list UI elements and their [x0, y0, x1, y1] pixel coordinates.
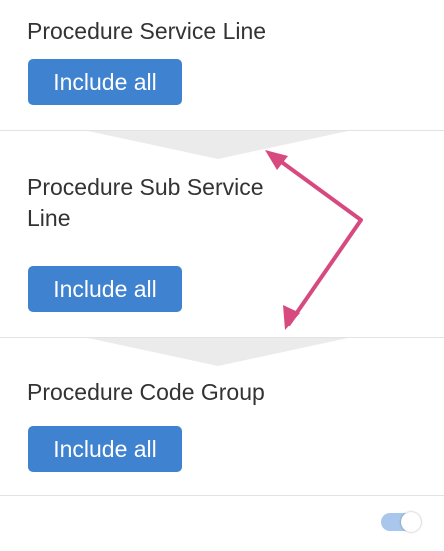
- funnel-connector: [88, 338, 348, 366]
- include-all-button-code-group[interactable]: Include all: [28, 426, 182, 472]
- arrow-head-down-icon: [283, 305, 300, 330]
- divider: [0, 495, 444, 496]
- section-title-sub-service-line: Procedure Sub Service Line: [27, 174, 264, 231]
- toggle-knob: [401, 512, 421, 532]
- divider: [0, 337, 444, 338]
- divider: [0, 130, 444, 131]
- toggle-switch[interactable]: [381, 512, 421, 532]
- include-all-button-service-line[interactable]: Include all: [28, 59, 182, 105]
- funnel-connector: [88, 131, 348, 159]
- include-all-button-sub-service-line[interactable]: Include all: [28, 266, 182, 312]
- section-title-service-line: Procedure Service Line: [27, 18, 267, 44]
- section-title-code-group: Procedure Code Group: [27, 379, 265, 405]
